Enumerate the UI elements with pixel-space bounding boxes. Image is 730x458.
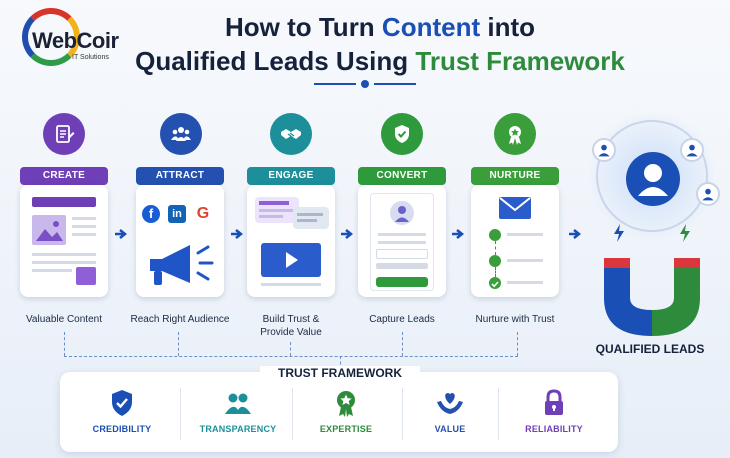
arrow-right-icon (115, 229, 128, 239)
handshake-icon (270, 113, 312, 155)
envelope-icon (499, 197, 531, 219)
trust-item-value: VALUE (396, 384, 504, 444)
step-label-create: CREATE (20, 167, 108, 185)
facebook-icon: f (142, 205, 160, 223)
google-icon: G (196, 205, 210, 222)
title-underline (314, 80, 416, 88)
page-title-line2: Qualified Leads Using Trust Framework (135, 46, 625, 76)
logo-ring-icon (22, 8, 80, 66)
user-icon (592, 138, 616, 162)
step-label-nurture: NURTURE (471, 167, 559, 185)
trust-connector (64, 356, 518, 357)
brand-logo: WebCoir IT Solutions (14, 6, 124, 70)
heart-hands-icon (437, 393, 463, 414)
brand-subtitle: IT Solutions (72, 54, 109, 61)
badge-ribbon-icon (494, 113, 536, 155)
step-caption-create: Valuable Content (26, 314, 102, 325)
step-caption-attract: Reach Right Audience (130, 314, 230, 325)
step-caption-nurture: Nurture with Trust (475, 314, 555, 325)
lead-user-icon (626, 152, 680, 206)
submit-button (376, 277, 428, 287)
step-card-engage (247, 185, 335, 297)
arrow-right-icon (231, 229, 244, 239)
step-label-attract: ATTRACT (136, 167, 224, 185)
step-card-convert (358, 185, 446, 297)
step-label-convert: CONVERT (358, 167, 446, 185)
document-pen-icon (43, 113, 85, 155)
step-card-create (20, 185, 108, 297)
video-play-icon (261, 243, 321, 277)
arrow-right-icon (341, 229, 354, 239)
user-icon (696, 182, 720, 206)
page-title-line1: How to Turn Content into (224, 12, 535, 42)
people-icon (225, 393, 251, 414)
lightning-icon (680, 224, 690, 242)
brand-name: WebCoir (32, 28, 119, 53)
step-caption-engage: Build Trust & Provide Value (260, 314, 322, 338)
step-caption-convert: Capture Leads (369, 314, 435, 325)
title-highlight-content: Content (381, 12, 481, 42)
qualified-leads-label: QUALIFIED LEADS (595, 342, 705, 356)
shield-check-icon (381, 113, 423, 155)
step-card-attract: f in G (136, 185, 224, 297)
step-card-nurture (471, 185, 559, 297)
trust-framework-title: TRUST FRAMEWORK (260, 366, 420, 380)
shield-check-icon (112, 390, 132, 416)
magnet-icon (604, 258, 700, 336)
lead-orbit-ring (596, 120, 708, 232)
step-label-engage: ENGAGE (247, 167, 335, 185)
lightning-icon (614, 224, 624, 242)
people-group-icon (160, 113, 202, 155)
trust-item-expertise: EXPERTISE (292, 384, 400, 444)
user-icon (680, 138, 704, 162)
check-circle-icon (489, 277, 501, 289)
arrow-right-icon (569, 229, 582, 239)
linkedin-icon: in (168, 205, 186, 223)
title-highlight-trust: Trust Framework (415, 46, 625, 76)
lock-icon (545, 389, 563, 415)
trust-item-reliability: RELIABILITY (500, 384, 608, 444)
user-avatar-icon (390, 201, 414, 225)
trust-item-transparency: TRANSPARENCY (184, 384, 292, 444)
image-placeholder-icon (32, 215, 66, 245)
trust-framework-panel (60, 372, 618, 452)
arrow-right-icon (452, 229, 465, 239)
trust-item-credibility: CREDIBILITY (68, 384, 176, 444)
megaphone-icon (150, 245, 214, 285)
star-badge-icon (337, 391, 355, 417)
